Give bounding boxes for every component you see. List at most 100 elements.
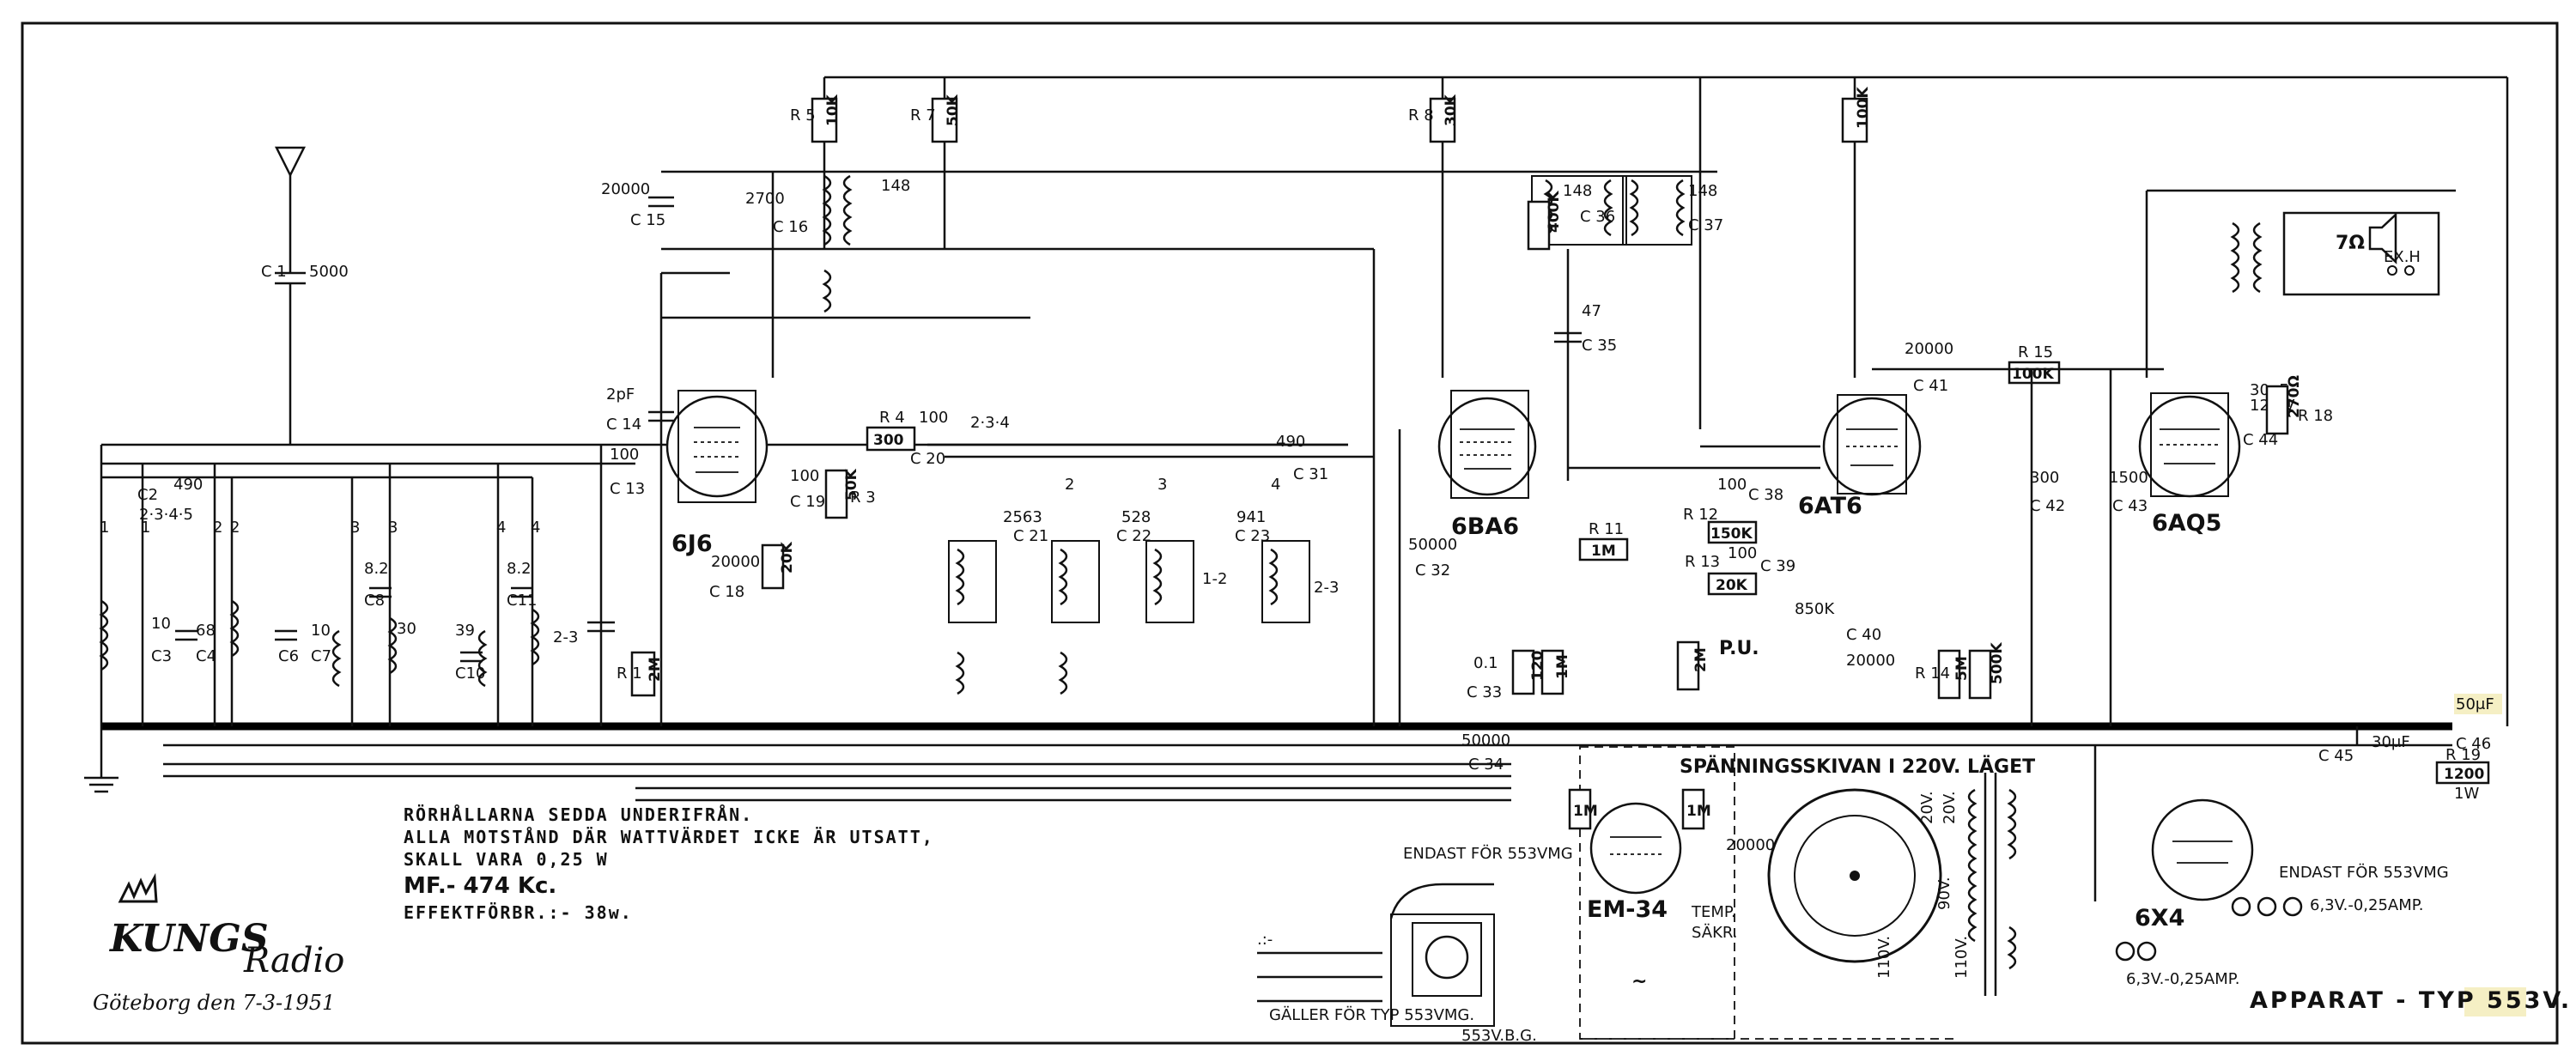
power-supply-section: 20V. 20V. 90V. 110V. 110V. 6X4 ENDAST FÖ… — [1875, 694, 2502, 996]
galler-label-1: GÄLLER FÖR TYP 553VMG. — [1269, 1005, 1474, 1024]
r4-label: R 4 — [879, 409, 905, 427]
c-em-value: 20000 — [1726, 836, 1775, 854]
motor-icon — [1425, 935, 1469, 980]
svg-text:3: 3 — [350, 519, 360, 537]
c32-label: C 32 — [1415, 561, 1450, 580]
c17-value: 148 — [881, 177, 910, 195]
c14-value: 2pF — [606, 385, 635, 404]
endast-label-2: ENDAST FÖR 553VMG — [2279, 863, 2449, 882]
r11-label: R 11 — [1589, 520, 1624, 538]
tube-6aq5 — [2138, 395, 2241, 498]
lamp2-label: 6,3V.-0,25AMP. — [2126, 970, 2240, 988]
temp-label: TEMP. — [1691, 903, 1736, 921]
c38-label: C 38 — [1748, 486, 1783, 504]
c39-value: 100 — [1728, 544, 1757, 562]
tube-6ba6 — [1437, 397, 1537, 496]
r12-value: 150K — [1710, 525, 1753, 543]
c6-label: C6 — [278, 647, 299, 665]
svg-text:3: 3 — [388, 519, 398, 537]
c37-value: 148 — [1688, 182, 1717, 200]
svg-text:3: 3 — [1157, 476, 1167, 494]
speaker-icon — [2368, 212, 2397, 264]
r18-value: 270Ω — [2286, 375, 2303, 418]
r3-value: 50K — [843, 468, 860, 501]
svg-text:4: 4 — [1271, 476, 1280, 494]
svg-text:2·3·4: 2·3·4 — [970, 414, 1010, 432]
c20-label: C 20 — [910, 450, 945, 468]
c39-label: C 39 — [1760, 557, 1795, 575]
ac-source-icon: ~ — [1631, 971, 1647, 992]
c37-label: C 37 — [1688, 216, 1723, 234]
antenna-section: C 1 5000 — [261, 146, 349, 445]
c35-label: C 35 — [1582, 337, 1617, 355]
svg-text:4: 4 — [531, 519, 540, 537]
c2-value: 490 — [173, 476, 203, 494]
brand-radio: Radio — [243, 941, 344, 980]
r7-label: R 7 — [910, 106, 936, 124]
sakr-label: SÄKR. — [1692, 924, 1737, 942]
tube-6aq5-section: 7Ω EX.H 6AQ5 30μF 12,5V C 44 270Ω R 18 — [2138, 77, 2509, 726]
r1-label: R 1 — [617, 665, 642, 683]
r16-value: 500K — [1989, 642, 2006, 684]
r2-value: 20K — [779, 541, 796, 573]
c15-value: 20000 — [601, 180, 650, 198]
speaker-ohm: 7Ω — [2336, 233, 2365, 254]
r10-value: 1M — [1554, 654, 1571, 679]
tube-em34-label: EM-34 — [1587, 896, 1668, 923]
c38-value: 100 — [1717, 476, 1747, 494]
svg-text:1: 1 — [141, 519, 150, 537]
c42-value: 300 — [2030, 469, 2059, 487]
c16-label: C 16 — [773, 218, 808, 236]
r13-value: 20K — [1716, 577, 1748, 594]
tube-6at6-section: 100K 6AT6 100 C 38 R 12 150K 1M R 11 R 1… — [1568, 77, 2164, 726]
c44-label: C 44 — [2243, 431, 2278, 449]
em34-voltage-section: EM-34 1M 1M 20000 ENDAST FÖR 553VMG SPÄN… — [1257, 746, 2035, 1045]
c11-label: C11 — [507, 592, 537, 610]
antenna-icon — [274, 146, 307, 178]
c1-value: 5000 — [309, 263, 349, 281]
osc-coil-bank: 2·3·4 2563 C 21 528 C 22 941 C 23 490 C … — [927, 414, 1374, 695]
c41-value: 20000 — [1905, 340, 1953, 358]
r3-label: R 3 — [850, 489, 876, 507]
c33-value: 0.1 — [1473, 654, 1498, 672]
svg-text:1: 1 — [100, 519, 109, 537]
r850-value: 850K — [1795, 600, 1835, 618]
c35-value: 47 — [1582, 302, 1601, 320]
lamp1-label: 6,3V.-0,25AMP. — [2310, 896, 2424, 914]
tube-6ba6-section: 30K R 8 6BA6 50000 C 32 400K 148 C 36 14… — [1372, 77, 1723, 774]
note-line-2: ALLA MOTSTÅND DÄR WATTVÄRDET ICKE ÄR UTS… — [404, 827, 934, 847]
c43-value: 1500 — [2109, 469, 2148, 487]
tube-6ba6-label: 6BA6 — [1451, 513, 1519, 540]
galler-label-2: 553V.B.G. — [1461, 1027, 1537, 1045]
c3-value: 10 — [151, 615, 171, 633]
c11-value: 8.2 — [507, 560, 532, 578]
tr-110b-label: 110V. — [1953, 936, 1971, 979]
c19-value: 100 — [790, 467, 819, 485]
c21-value: 2563 — [1003, 508, 1042, 526]
c13-value: 100 — [610, 446, 639, 464]
voltage-selector-disc — [1767, 788, 1942, 963]
pu-label: P.U. — [1719, 638, 1759, 659]
tube-6aq5-label: 6AQ5 — [2152, 510, 2221, 537]
ground-bus — [101, 722, 2452, 802]
tube-6j6 — [665, 395, 769, 498]
c46-label: C 46 — [2456, 735, 2491, 753]
r14-value: 5M — [1953, 656, 1971, 681]
r11-value: 1M — [1591, 543, 1616, 560]
r6-value: 400K — [1546, 191, 1563, 233]
tube-6j6-label: 6J6 — [671, 531, 713, 557]
note-line-3: SKALL VARA 0,25 W — [404, 849, 609, 870]
svg-text:1-2: 1-2 — [1202, 570, 1227, 588]
c33-label: C 33 — [1467, 683, 1502, 701]
c20-value: 100 — [919, 409, 948, 427]
c13-label: C 13 — [610, 480, 645, 498]
c1-label: C 1 — [261, 263, 287, 281]
c36-value: 148 — [1563, 182, 1592, 200]
c10-value: 39 — [455, 622, 475, 640]
c3-label: C3 — [151, 647, 172, 665]
c31-value: 490 — [1276, 433, 1305, 451]
r5-label: R 5 — [790, 106, 816, 124]
svg-text:2: 2 — [213, 519, 222, 537]
switch-label: 2·3·4·5 — [139, 506, 193, 524]
